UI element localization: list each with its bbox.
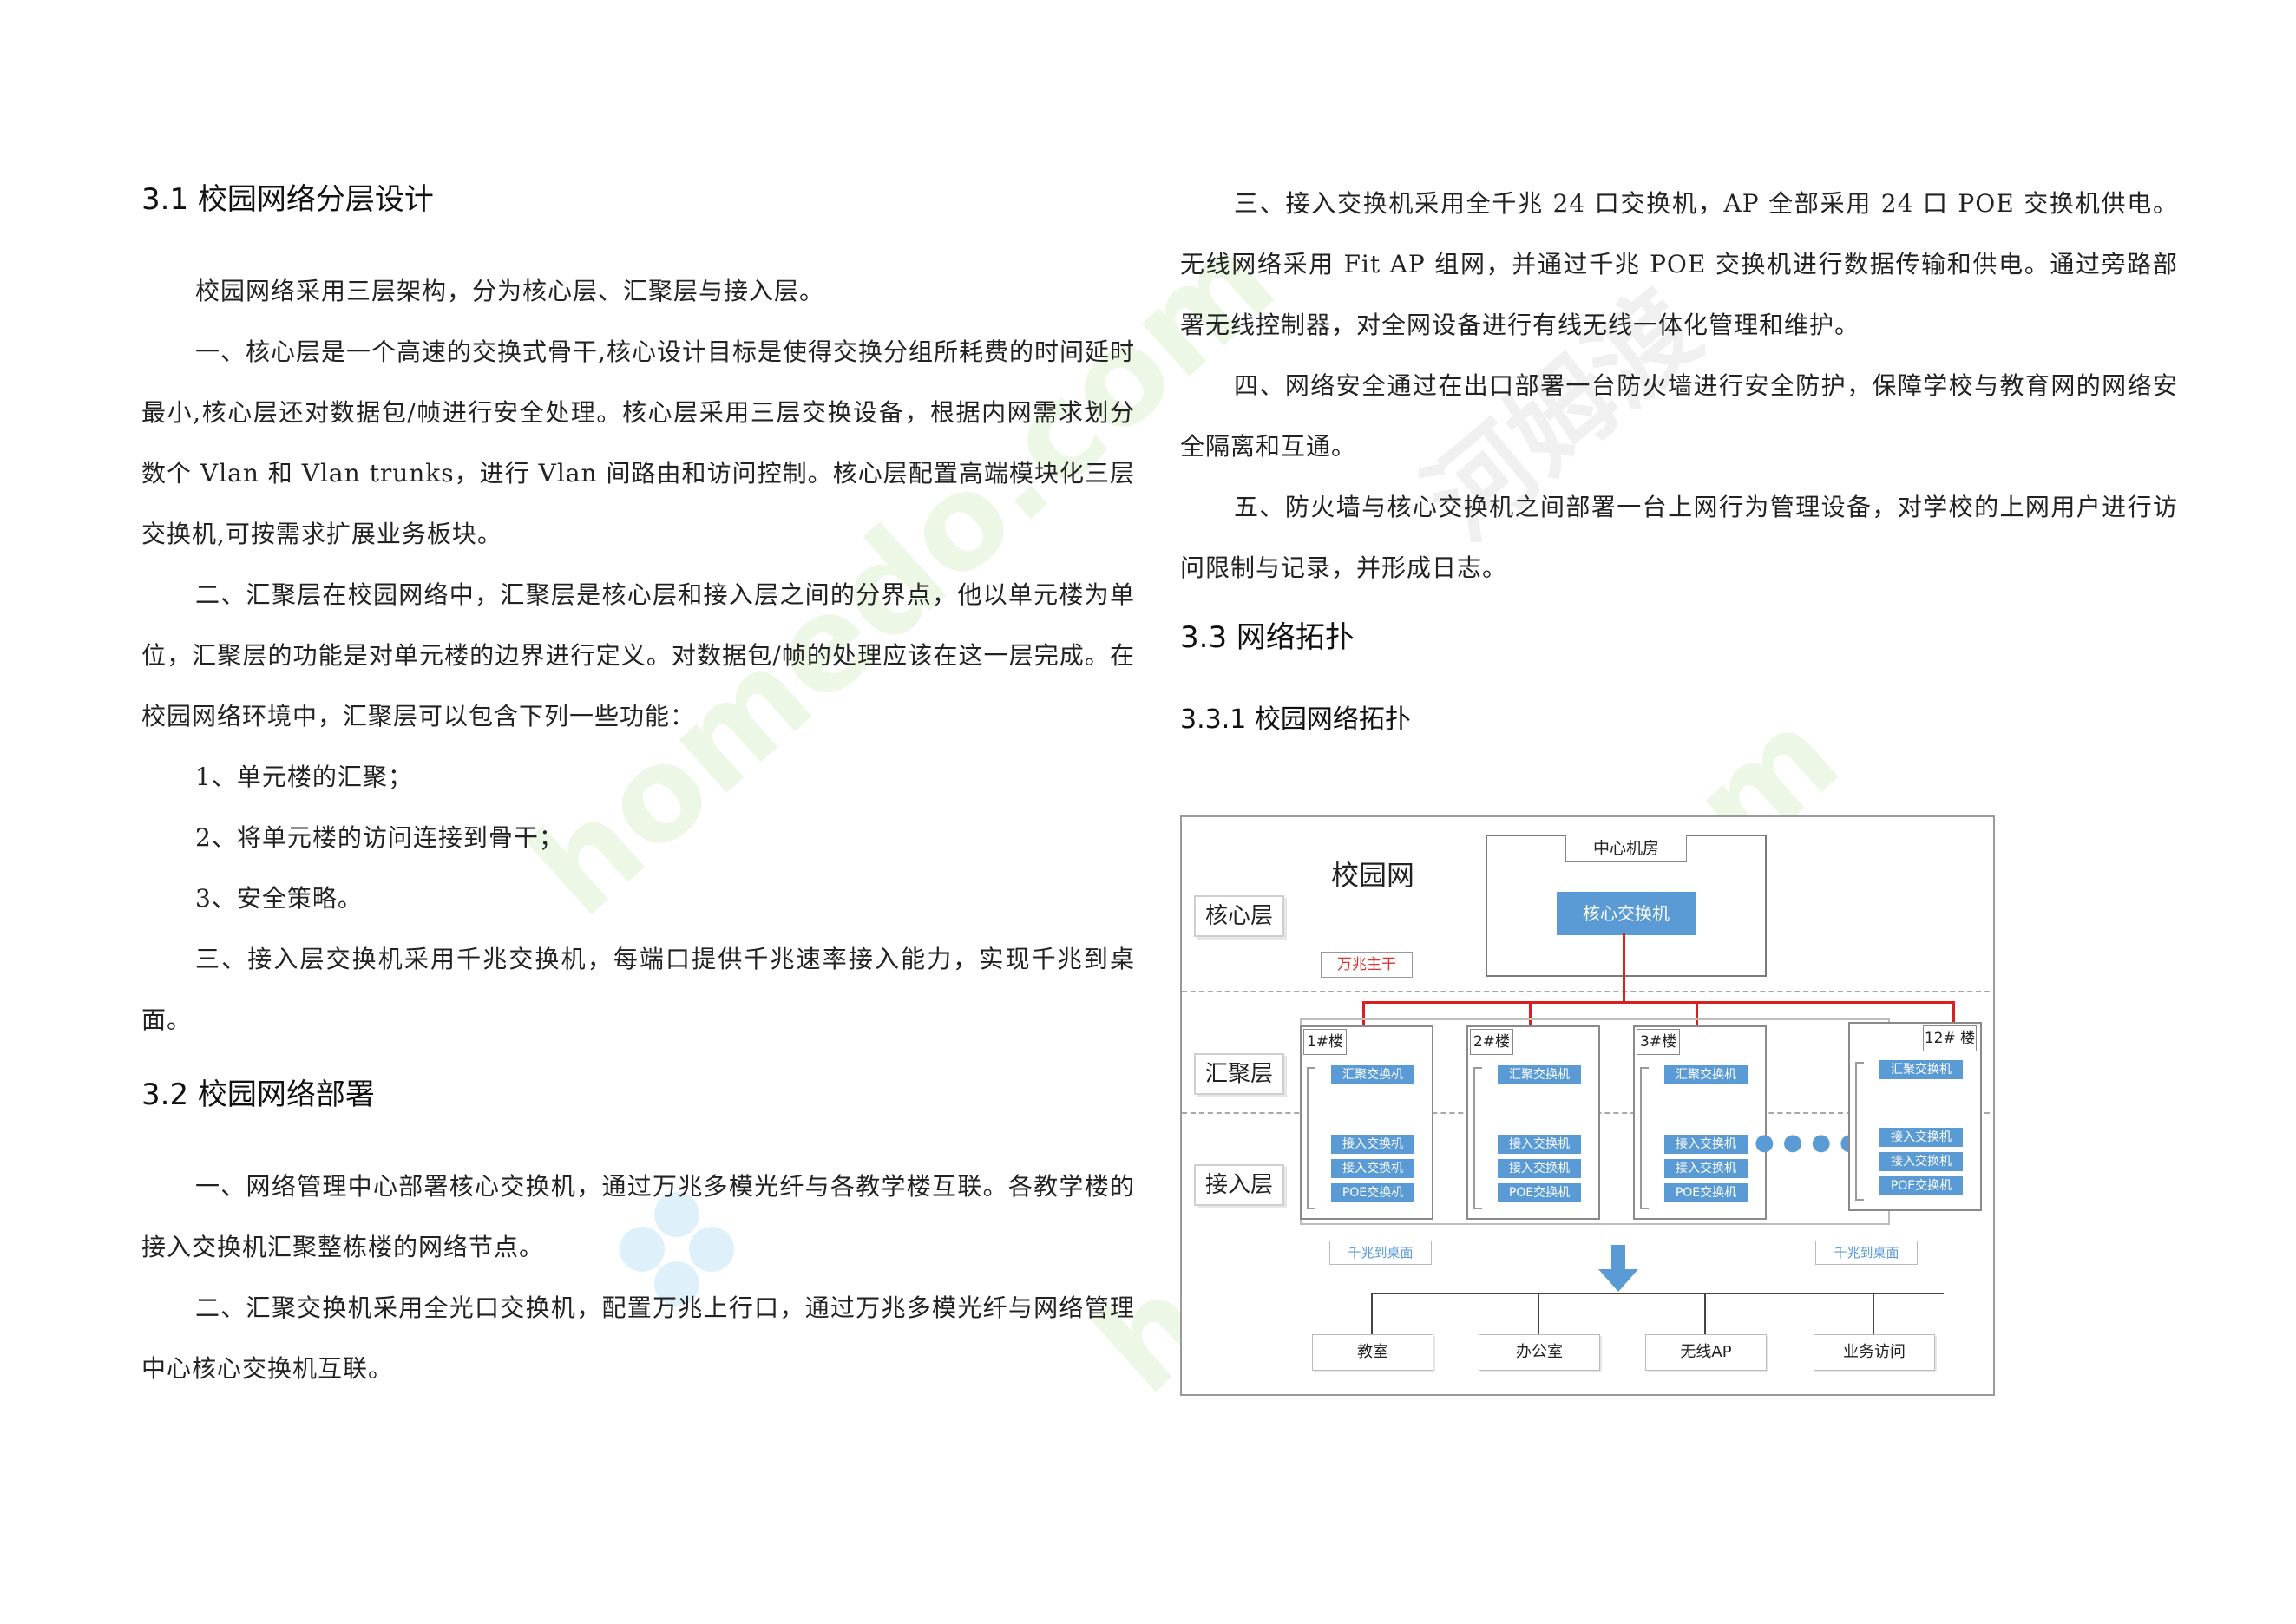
section-3-1-title: 3.1 校园网络分层设计 bbox=[141, 182, 434, 217]
paragraph: 三、接入层交换机采用千兆交换机，每端口提供千兆速率接入能力，实现千兆到桌面。 bbox=[141, 945, 1135, 1034]
access-switch: 接入交换机 bbox=[1331, 1135, 1414, 1154]
section-3-2-title: 3.2 校园网络部署 bbox=[141, 1077, 375, 1112]
down-arrow-icon bbox=[1598, 1245, 1638, 1292]
poe-switch: POE交换机 bbox=[1879, 1176, 1963, 1195]
aggregation-switch: 汇聚交换机 bbox=[1879, 1060, 1963, 1079]
access-switch: 接入交换机 bbox=[1879, 1128, 1963, 1147]
access-switch: 接入交换机 bbox=[1331, 1159, 1414, 1178]
gigabit-desktop-label: 千兆到桌面 bbox=[1815, 1241, 1918, 1265]
aggregation-switch: 汇聚交换机 bbox=[1498, 1065, 1581, 1084]
connection-line bbox=[1873, 1293, 1874, 1334]
aggregation-switch: 汇聚交换机 bbox=[1664, 1065, 1748, 1084]
building-rack-frame bbox=[1855, 1062, 1864, 1201]
access-switch: 接入交换机 bbox=[1498, 1159, 1581, 1178]
connection-line bbox=[1704, 1293, 1706, 1334]
datacenter-box: 中心机房 核心交换机 bbox=[1486, 835, 1767, 977]
network-topology-diagram: 校园网 核心层 汇聚层 接入层 中心机房 核心交换机 万兆主干 1#楼 汇聚交换… bbox=[1180, 815, 1995, 1396]
connection-line bbox=[1371, 1293, 1944, 1294]
list-item: 1、单元楼的汇聚； bbox=[195, 763, 413, 791]
list-item: 2、将单元楼的访问连接到骨干； bbox=[195, 823, 564, 852]
paragraph: 一、网络管理中心部署核心交换机，通过万兆多模光纤与各教学楼互联。各教学楼的接入交… bbox=[141, 1172, 1135, 1261]
core-switch: 核心交换机 bbox=[1557, 892, 1696, 935]
gigabit-desktop-label: 千兆到桌面 bbox=[1329, 1241, 1432, 1265]
access-switch: 接入交换机 bbox=[1664, 1135, 1748, 1154]
building-label: 12# 楼 bbox=[1923, 1025, 1977, 1051]
building-2: 2#楼 汇聚交换机 接入交换机 接入交换机 POE交换机 bbox=[1466, 1025, 1600, 1220]
layer-label-access: 接入层 bbox=[1194, 1164, 1284, 1206]
endpoint-office: 办公室 bbox=[1479, 1334, 1600, 1371]
ellipsis-dots: ●●●● bbox=[1755, 1130, 1868, 1156]
paragraph: 三、接入交换机采用全千兆 24 口交换机，AP 全部采用 24 口 POE 交换… bbox=[1180, 189, 2178, 339]
access-switch: 接入交换机 bbox=[1879, 1152, 1963, 1171]
layer-divider bbox=[1182, 991, 1990, 992]
poe-switch: POE交换机 bbox=[1664, 1183, 1748, 1202]
building-rack-frame bbox=[1307, 1067, 1315, 1209]
building-label: 1#楼 bbox=[1303, 1029, 1347, 1055]
paragraph: 一、核心层是一个高速的交换式骨干,核心设计目标是使得交换分组所耗费的时间延时最小… bbox=[141, 337, 1135, 548]
poe-switch: POE交换机 bbox=[1331, 1183, 1414, 1202]
backbone-line bbox=[1623, 933, 1625, 1003]
paragraph: 五、防火墙与核心交换机之间部署一台上网行为管理设备，对学校的上网用户进行访问限制… bbox=[1180, 493, 2178, 582]
endpoint-business-access: 业务访问 bbox=[1814, 1334, 1935, 1371]
paragraph: 校园网络采用三层架构，分为核心层、汇聚层与接入层。 bbox=[195, 277, 825, 305]
endpoint-wireless-ap: 无线AP bbox=[1645, 1334, 1767, 1371]
building-1: 1#楼 汇聚交换机 接入交换机 接入交换机 POE交换机 bbox=[1300, 1025, 1433, 1220]
watermark-flower-icon bbox=[620, 1192, 734, 1306]
poe-switch: POE交换机 bbox=[1498, 1183, 1581, 1202]
datacenter-label: 中心机房 bbox=[1565, 835, 1687, 862]
building-label: 3#楼 bbox=[1637, 1029, 1680, 1055]
connection-line bbox=[1371, 1293, 1373, 1334]
endpoint-classroom: 教室 bbox=[1312, 1334, 1433, 1371]
building-12: 12# 楼 汇聚交换机 接入交换机 接入交换机 POE交换机 bbox=[1848, 1022, 1982, 1211]
connection-line bbox=[1538, 1293, 1539, 1334]
building-rack-frame bbox=[1473, 1067, 1482, 1209]
paragraph: 二、汇聚交换机采用全光口交换机，配置万兆上行口，通过万兆多模光纤与网络管理中心核… bbox=[141, 1293, 1135, 1383]
section-3-3-title: 3.3 网络拓扑 bbox=[1180, 620, 1355, 655]
list-item: 3、安全策略。 bbox=[195, 884, 363, 913]
paragraph: 二、汇聚层在校园网络中，汇聚层是核心层和接入层之间的分界点，他以单元楼为单位，汇… bbox=[141, 580, 1135, 730]
left-column: 3.1 校园网络分层设计 校园网络采用三层架构，分为核心层、汇聚层与接入层。 一… bbox=[141, 178, 1135, 1399]
building-3: 3#楼 汇聚交换机 接入交换机 接入交换机 POE交换机 bbox=[1633, 1025, 1767, 1220]
access-switch: 接入交换机 bbox=[1664, 1159, 1748, 1178]
diagram-title: 校园网 bbox=[1331, 859, 1415, 892]
building-rack-frame bbox=[1640, 1067, 1649, 1209]
access-switch: 接入交换机 bbox=[1498, 1135, 1581, 1154]
layer-label-aggregation: 汇聚层 bbox=[1194, 1053, 1284, 1095]
right-column: 三、接入交换机采用全千兆 24 口交换机，AP 全部采用 24 口 POE 交换… bbox=[1180, 174, 2178, 739]
aggregation-switch: 汇聚交换机 bbox=[1331, 1065, 1414, 1084]
backbone-label: 万兆主干 bbox=[1321, 952, 1413, 978]
layer-label-core: 核心层 bbox=[1194, 895, 1284, 937]
paragraph: 四、网络安全通过在出口部署一台防火墙进行安全防护，保障学校与教育网的网络安全隔离… bbox=[1180, 371, 2178, 461]
section-3-3-1-title: 3.3.1 校园网络拓扑 bbox=[1180, 704, 1411, 735]
building-label: 2#楼 bbox=[1470, 1029, 1513, 1055]
backbone-line bbox=[1362, 1001, 1955, 1004]
